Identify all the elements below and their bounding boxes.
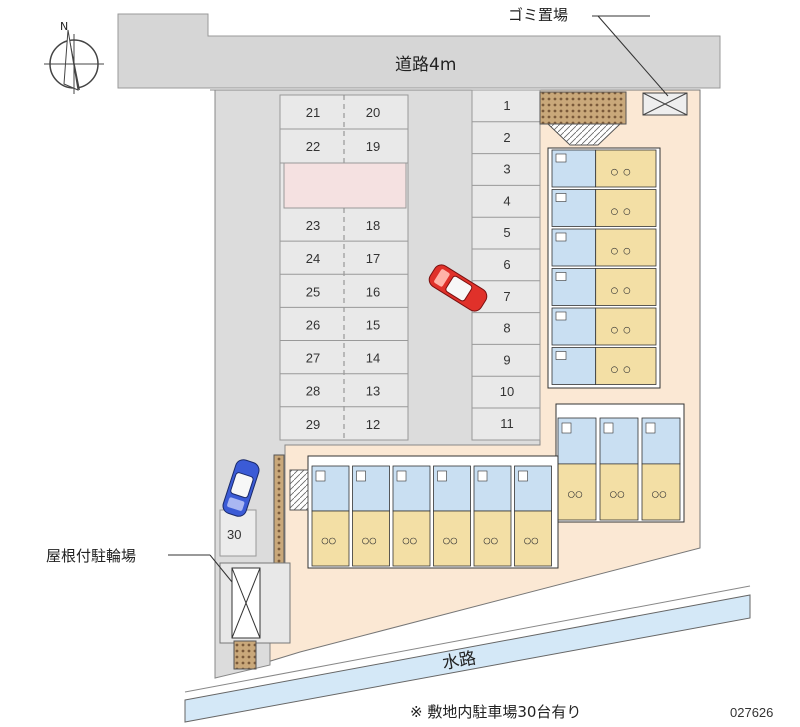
- stall-19-label: 19: [366, 139, 380, 154]
- road-area: [117, 13, 721, 89]
- stall-21-label: 21: [306, 105, 320, 120]
- stall-13-label: 13: [366, 384, 380, 399]
- stall-12-label: 12: [366, 417, 380, 432]
- stall-16-label: 16: [366, 284, 380, 299]
- stall-7-label: 7: [503, 289, 510, 304]
- east-building: [547, 147, 661, 389]
- garbage-area: [539, 91, 627, 125]
- right-stall-lines: [472, 121, 540, 409]
- stall-18-label: 18: [366, 218, 380, 233]
- stall-17-label: 17: [366, 251, 380, 266]
- stall-24-label: 24: [306, 251, 320, 266]
- car-icon: [428, 264, 488, 312]
- center-stall-lines: [280, 128, 408, 441]
- center-island: [283, 162, 407, 209]
- property-code: 027626: [730, 705, 773, 720]
- compass-north-label: N: [60, 20, 68, 33]
- road-label: 道路4m: [395, 55, 456, 75]
- stall-9-label: 9: [503, 352, 510, 367]
- right-stall-labels: 1 2 3 4 5 6 7 8 9 10 11: [500, 98, 514, 431]
- bicycle-shed-label: 屋根付駐輪場: [46, 547, 136, 565]
- waterway: [184, 594, 751, 723]
- garbage-label: ゴミ置場: [508, 6, 568, 24]
- stall-11-label: 11: [500, 416, 514, 431]
- west-building: [307, 455, 559, 569]
- stall-25-label: 25: [306, 284, 320, 299]
- stall-22-label: 22: [306, 139, 320, 154]
- stall-29-label: 29: [306, 417, 320, 432]
- garbage-bin-icon: [642, 92, 688, 116]
- stall-1-label: 1: [503, 98, 510, 113]
- stall-4-label: 4: [503, 193, 510, 208]
- stall-23-label: 23: [306, 218, 320, 233]
- stall-5-label: 5: [503, 225, 510, 240]
- stall-14-label: 14: [366, 351, 380, 366]
- right-parking-column: [471, 89, 541, 441]
- stall-2-label: 2: [503, 130, 510, 145]
- bicycle-shed-icon: [231, 567, 261, 639]
- stall-15-label: 15: [366, 317, 380, 332]
- south-building: [555, 403, 685, 523]
- stall-10-label: 10: [500, 384, 514, 399]
- stall-28-label: 28: [306, 384, 320, 399]
- stall-6-label: 6: [503, 257, 510, 272]
- stall-8-label: 8: [503, 321, 510, 336]
- center-right-stall-labels: 20 19 18 17 16 15 14 13 12: [366, 105, 380, 432]
- compass-icon: [44, 29, 104, 94]
- stall-27-label: 27: [306, 351, 320, 366]
- stall-3-label: 3: [503, 162, 510, 177]
- parking-note: ※ 敷地内駐車場30台有り: [410, 703, 581, 721]
- car-icon: [222, 459, 260, 517]
- stall-26-label: 26: [306, 317, 320, 332]
- stall-30-label: 30: [227, 527, 241, 542]
- stall-20-label: 20: [366, 105, 380, 120]
- center-left-stall-labels: 21 22 23 24 25 26 27 28 29: [306, 105, 320, 432]
